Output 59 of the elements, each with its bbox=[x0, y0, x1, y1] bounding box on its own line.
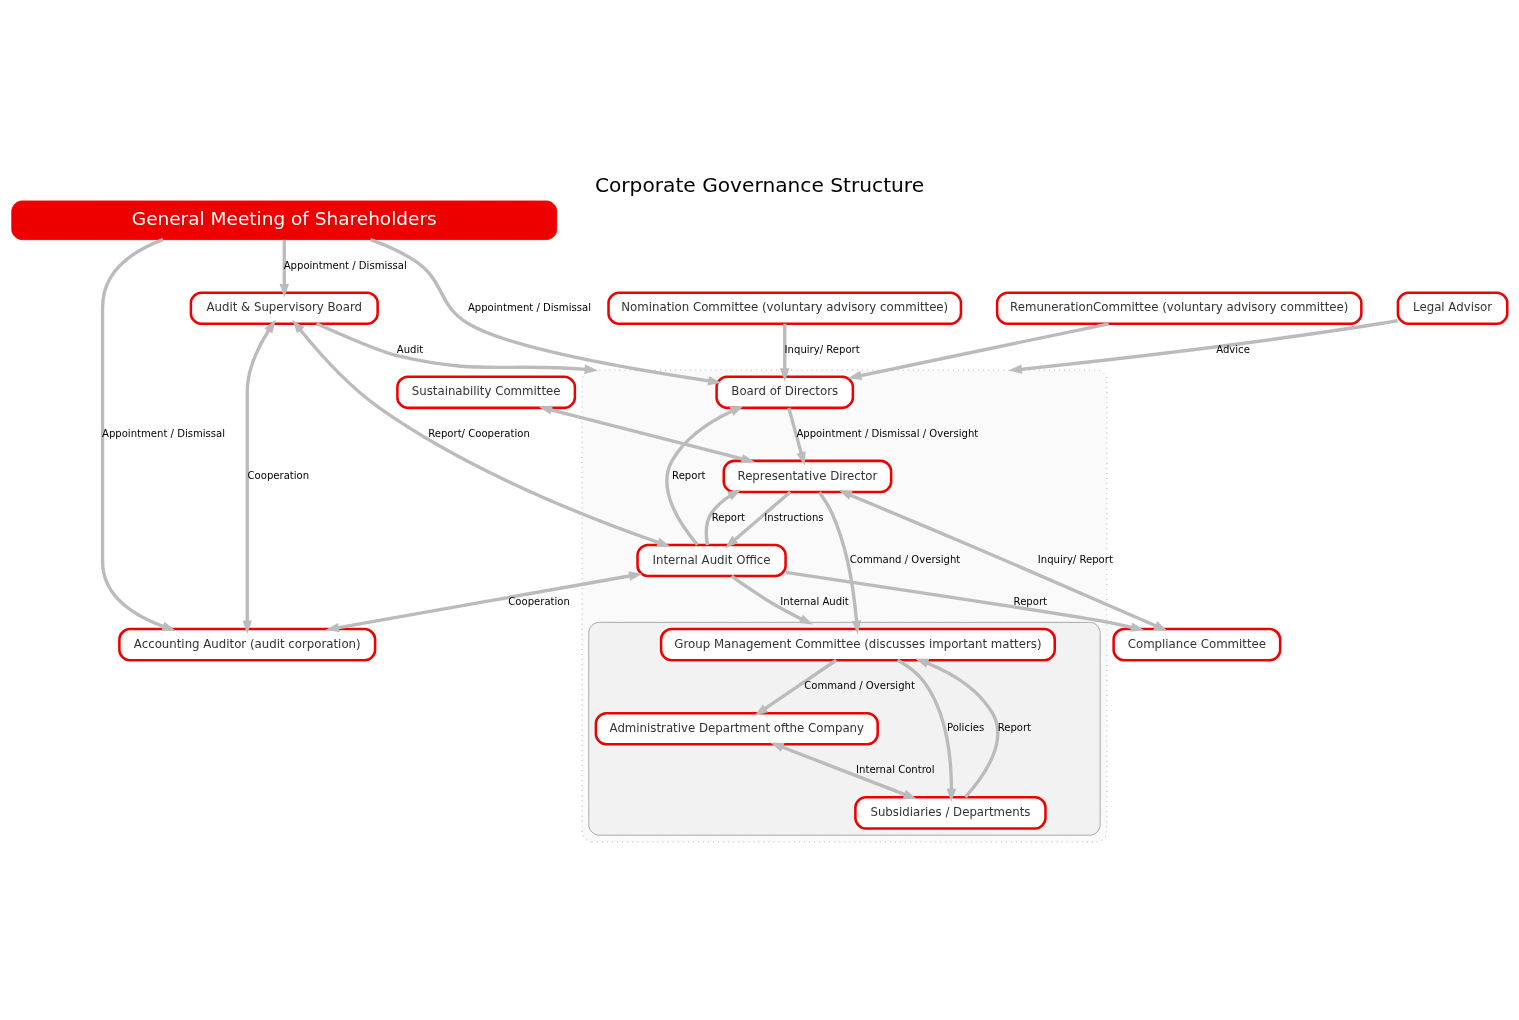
node-box: Sustainability Committee bbox=[396, 375, 577, 409]
arrow bbox=[725, 490, 792, 548]
edge-label: Appointment / Dismissal bbox=[283, 259, 407, 271]
node-box: Compliance Committee bbox=[1112, 627, 1282, 661]
arrow bbox=[896, 658, 957, 802]
edge-label: Report bbox=[1013, 595, 1048, 607]
arrow bbox=[780, 323, 790, 382]
node-box: Nomination Committee (voluntary advisory committee) bbox=[607, 290, 963, 325]
edge-label: Command / Oversight bbox=[849, 553, 961, 565]
edge-label: Report bbox=[672, 469, 706, 481]
edge-label: Advice bbox=[1216, 343, 1250, 355]
node-box: RemunerationCommittee (voluntary advisory committee) bbox=[995, 290, 1363, 325]
edge-label: Report bbox=[997, 721, 1032, 733]
node-box: Internal Audit Office bbox=[636, 543, 787, 577]
node-box: General Meeting of Shareholders bbox=[11, 200, 558, 240]
edge-label: Appointment / Dismissal bbox=[102, 427, 226, 439]
edge-label: Audit bbox=[396, 343, 424, 355]
arrow bbox=[369, 237, 722, 386]
edge-label: Instructions bbox=[764, 511, 824, 523]
edge-label: Policies bbox=[946, 721, 985, 733]
node-box: Subsidiaries / Departments bbox=[854, 795, 1047, 830]
arrow bbox=[818, 490, 862, 634]
arrow bbox=[915, 657, 1000, 798]
edge-label: Internal Control bbox=[856, 763, 935, 775]
node-box: Accounting Auditor (audit corporation) bbox=[118, 627, 377, 661]
arrow bbox=[770, 742, 917, 799]
node-box: Board of Directors bbox=[715, 375, 855, 409]
edge-label: Cooperation bbox=[247, 469, 310, 481]
arrow bbox=[538, 404, 755, 463]
arrow bbox=[315, 321, 599, 374]
edge-label: Report/ Cooperation bbox=[428, 427, 530, 439]
edge-label: Inquiry/ Report bbox=[784, 343, 860, 355]
node-box: Group Management Committee (discusses important matters) bbox=[659, 627, 1056, 661]
edge-label: Internal Audit bbox=[780, 595, 849, 607]
edge-label: Appointment / Dismissal / Oversight bbox=[796, 427, 979, 439]
arrow bbox=[665, 405, 744, 546]
edge-label: Report bbox=[711, 511, 746, 523]
node-box: Representative Director bbox=[722, 459, 893, 493]
node-box: Administrative Department ofthe Company bbox=[594, 711, 879, 746]
arrow bbox=[242, 319, 276, 634]
node-box: Audit & Supervisory Board bbox=[189, 290, 379, 325]
arrow bbox=[838, 489, 1168, 631]
arrow bbox=[754, 658, 838, 716]
arrow bbox=[1008, 318, 1398, 374]
arrow bbox=[279, 239, 289, 297]
node-box: Legal Advisor bbox=[1396, 290, 1509, 325]
arrow bbox=[785, 570, 1145, 632]
edge-label: Appointment / Dismissal bbox=[467, 301, 591, 313]
arrow bbox=[292, 319, 671, 547]
arrow bbox=[325, 570, 643, 632]
arrow bbox=[100, 237, 176, 631]
arrow bbox=[787, 406, 806, 466]
edge-label: Inquiry/ Report bbox=[1037, 553, 1113, 565]
diagram-title: Corporate Governance Structure bbox=[594, 172, 925, 197]
arrow bbox=[704, 489, 742, 545]
edge-label: Command / Oversight bbox=[804, 679, 915, 691]
arrow bbox=[848, 321, 1110, 380]
arrow bbox=[730, 574, 813, 625]
edge-label: Cooperation bbox=[508, 595, 570, 607]
